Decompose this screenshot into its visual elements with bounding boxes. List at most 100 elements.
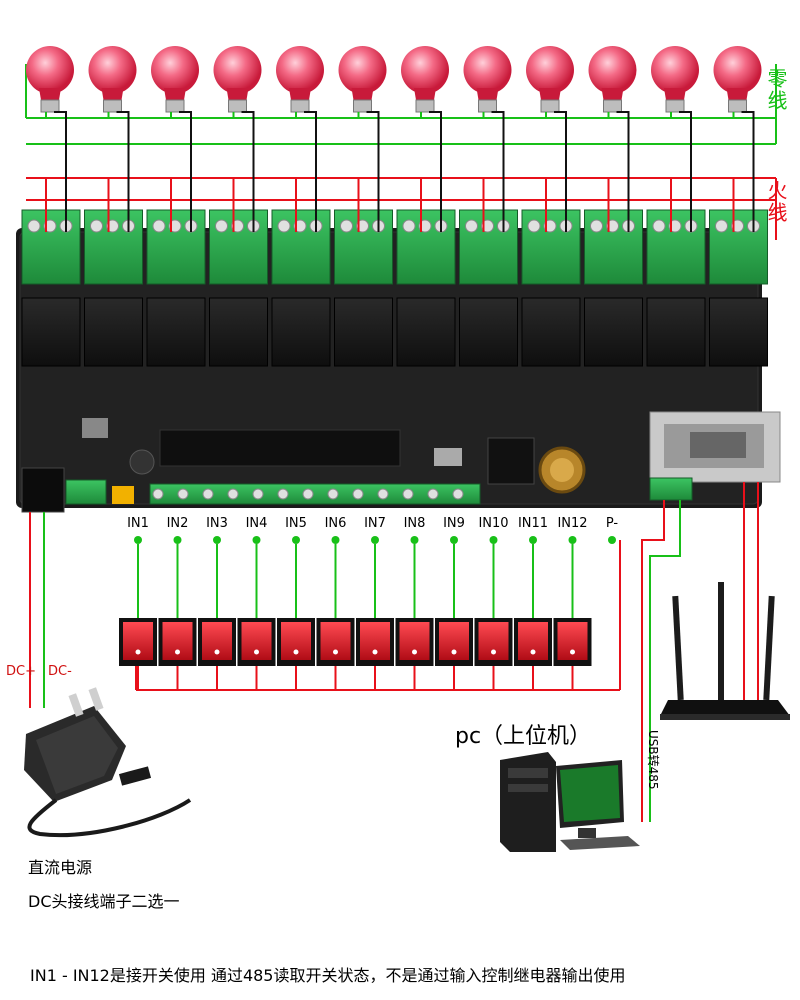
input-label: IN7 bbox=[364, 516, 386, 531]
switch-common bbox=[135, 540, 621, 691]
neutral-bus bbox=[25, 64, 777, 145]
relay bbox=[84, 297, 143, 367]
network-wires bbox=[743, 482, 759, 700]
light-bulb-icon bbox=[401, 46, 449, 113]
relay-terminal bbox=[584, 209, 643, 285]
relay bbox=[271, 297, 331, 367]
light-bulb-icon bbox=[463, 46, 512, 113]
input-label: IN4 bbox=[245, 516, 268, 531]
relay bbox=[521, 297, 581, 367]
crystal bbox=[434, 448, 462, 466]
rocker-switch-icon bbox=[198, 618, 236, 666]
input-dot bbox=[489, 536, 498, 544]
rocker-switch-icon bbox=[514, 618, 552, 666]
light-bulb-icon bbox=[151, 46, 199, 113]
rocker-switch-icon bbox=[553, 618, 592, 666]
power-wires bbox=[29, 512, 45, 708]
relay-terminal bbox=[209, 209, 268, 285]
light-bulb-icon bbox=[713, 46, 762, 113]
power-title: 直流电源 bbox=[28, 858, 93, 877]
rs485-wires bbox=[641, 500, 681, 822]
live-bus bbox=[26, 177, 777, 240]
input-label: IN12 bbox=[557, 516, 588, 531]
bulb-row bbox=[26, 46, 762, 113]
light-bulb-icon bbox=[526, 46, 574, 113]
pc-icon bbox=[500, 752, 640, 852]
relay-terminal bbox=[521, 209, 581, 285]
input-label: IN1 bbox=[127, 516, 149, 531]
light-bulb-icon bbox=[88, 46, 137, 113]
input-label: IN3 bbox=[206, 516, 228, 531]
relay bbox=[334, 297, 393, 367]
light-bulb-icon bbox=[651, 46, 699, 113]
usb485-label: USB转485 bbox=[646, 730, 660, 790]
input-dot bbox=[252, 536, 261, 544]
input-label: IN6 bbox=[324, 516, 347, 531]
power-terminal bbox=[65, 479, 107, 505]
relay-terminal bbox=[146, 209, 206, 285]
input-dot bbox=[608, 536, 616, 544]
pc-title: pc（上位机） bbox=[455, 724, 592, 749]
relay-terminal bbox=[84, 209, 143, 285]
input-label: IN9 bbox=[443, 516, 465, 531]
relay bbox=[709, 297, 768, 367]
dc-jack bbox=[21, 467, 65, 513]
relay-board bbox=[16, 209, 781, 513]
input-wires bbox=[134, 536, 616, 690]
power-adapter-icon bbox=[24, 687, 192, 838]
input-dot bbox=[173, 536, 182, 544]
light-bulb-icon bbox=[338, 46, 387, 113]
buzzer bbox=[129, 449, 155, 475]
light-bulb-icon bbox=[213, 46, 262, 113]
rocker-switch-icon bbox=[474, 618, 513, 666]
input-label: IN11 bbox=[517, 516, 549, 531]
rocker-switch-icon bbox=[356, 618, 394, 666]
input-dot bbox=[292, 536, 300, 544]
rocker-switch-icon bbox=[316, 618, 355, 666]
bulb-wires bbox=[45, 111, 755, 232]
rs485-terminal bbox=[649, 477, 693, 501]
dc-minus-label: DC- bbox=[48, 664, 72, 679]
optocoupler-strip bbox=[159, 429, 401, 467]
input-label: IN5 bbox=[285, 516, 307, 531]
power-subtitle: DC头接线端子二选一 bbox=[28, 892, 180, 911]
relay bbox=[459, 297, 518, 367]
input-label: P- bbox=[605, 516, 619, 531]
rocker-switch-icon bbox=[435, 618, 473, 666]
relay-terminal bbox=[709, 209, 768, 285]
input-dot bbox=[568, 536, 577, 544]
relay bbox=[209, 297, 268, 367]
input-dot bbox=[529, 536, 537, 544]
switch-row bbox=[119, 618, 592, 666]
relay-terminal bbox=[646, 209, 706, 285]
light-bulb-icon bbox=[588, 46, 637, 113]
input-label: IN8 bbox=[403, 516, 426, 531]
input-label: IN2 bbox=[166, 516, 189, 531]
live-label: 火线 bbox=[764, 180, 788, 224]
rocker-switch-icon bbox=[237, 618, 276, 666]
regulator bbox=[82, 418, 108, 438]
relay-terminal bbox=[459, 209, 518, 285]
rocker-switch-icon bbox=[395, 618, 434, 666]
input-dot bbox=[410, 536, 419, 544]
relay bbox=[584, 297, 643, 367]
light-bulb-icon bbox=[26, 46, 74, 113]
input-dot bbox=[331, 536, 340, 544]
input-dot bbox=[371, 536, 379, 544]
mcu-chip bbox=[487, 437, 535, 485]
relay-terminal bbox=[396, 209, 456, 285]
relay bbox=[146, 297, 206, 367]
neutral-label: 零线 bbox=[764, 68, 788, 112]
relay-terminal bbox=[271, 209, 331, 285]
relay bbox=[21, 297, 81, 367]
relay bbox=[396, 297, 456, 367]
rocker-switch-icon bbox=[158, 618, 197, 666]
input-dot bbox=[134, 536, 142, 544]
relay bbox=[646, 297, 706, 367]
light-bulb-icon bbox=[276, 46, 324, 113]
input-label: IN10 bbox=[478, 516, 509, 531]
input-dot bbox=[450, 536, 458, 544]
footer-note: IN1 - IN12是接开关使用 通过485读取开关状态，不是通过输入控制继电器… bbox=[30, 966, 626, 985]
relay-terminal bbox=[334, 209, 393, 285]
dc-plus-label: DC+ bbox=[6, 664, 36, 679]
